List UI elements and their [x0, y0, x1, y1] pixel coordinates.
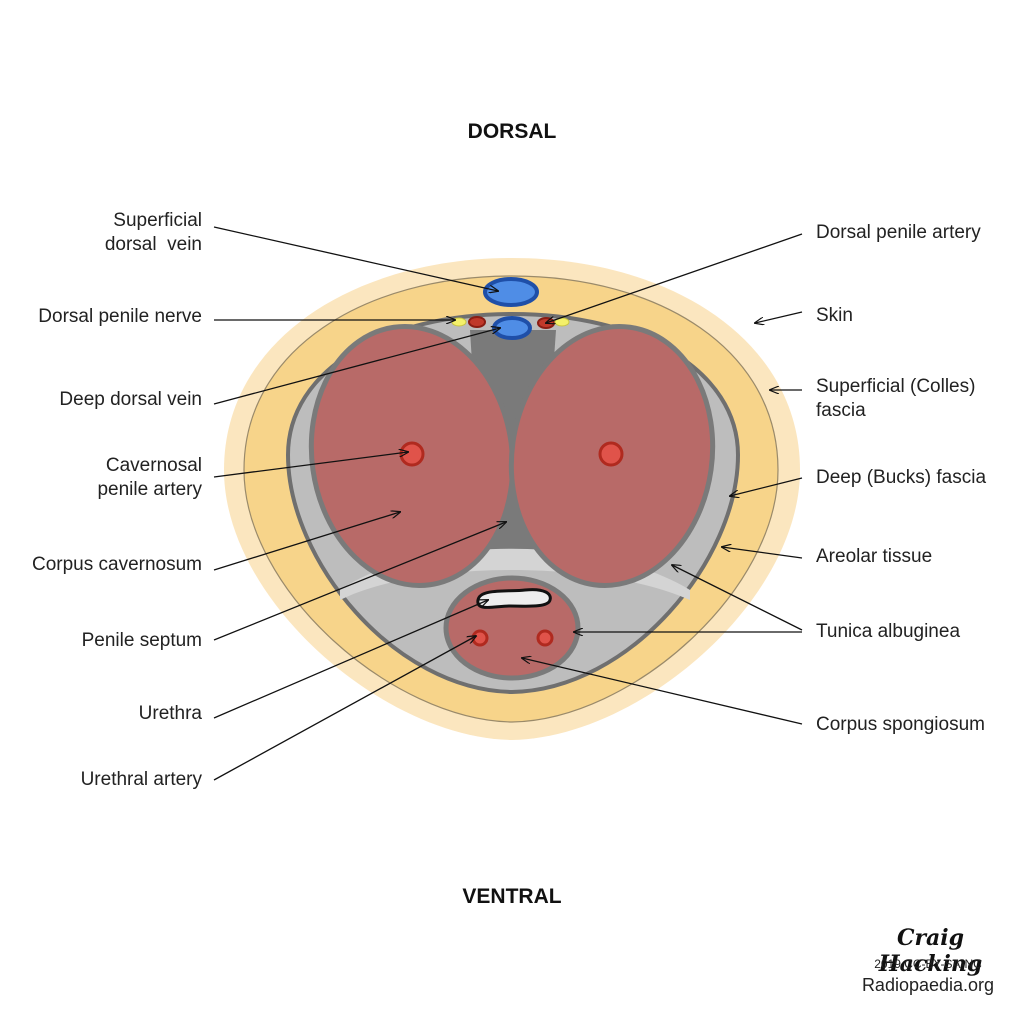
label-skin: Skin — [816, 305, 853, 326]
cavernosal-artery-right — [598, 441, 624, 467]
leader-skin — [755, 311, 803, 323]
urethral-artery-right — [536, 629, 554, 647]
leader-corpus-cavernosum — [213, 512, 400, 571]
leader-urethral-artery — [213, 636, 476, 781]
label-cavernosal-penile-artery: Cavernosal penile artery — [97, 455, 202, 500]
label-areolar-tissue: Areolar tissue — [816, 546, 933, 567]
label-dorsal-penile-artery: Dorsal penile artery — [816, 222, 981, 243]
site-credit: Radiopaedia.org — [861, 975, 995, 995]
leader-superficial-dorsal-vein — [213, 226, 498, 291]
label-superficial-dorsal-vein: Superficial dorsal vein — [104, 210, 202, 255]
leader-tunica-albuginea-1 — [672, 565, 803, 631]
superficial-dorsal-vein — [483, 277, 539, 307]
label-deep-bucks-fascia: Deep (Bucks) fascia — [816, 467, 987, 488]
leader-cavernosal-artery — [213, 452, 408, 478]
label-urethral-artery: Urethral artery — [80, 769, 202, 790]
author-signature: Craig Hacking — [878, 925, 983, 977]
leader-lines — [213, 226, 803, 781]
label-tunica-albuginea: Tunica albuginea — [816, 621, 961, 642]
dorsal-nerve-left — [451, 317, 467, 327]
leader-corpus-spongiosum — [522, 658, 803, 725]
urethra-lumen — [476, 588, 552, 609]
cavernosal-artery-left — [399, 441, 425, 467]
label-superficial-colles-fascia: Superficial (Colles) fascia — [816, 376, 976, 421]
label-dorsal-penile-nerve: Dorsal penile nerve — [38, 306, 202, 327]
leader-dorsal-penile-artery — [546, 233, 803, 323]
leader-penile-septum — [213, 522, 506, 641]
dorsal-heading: DORSAL — [467, 120, 557, 143]
label-corpus-spongiosum: Corpus spongiosum — [816, 714, 985, 735]
license-text: 2019 CC-BY-SA-NC — [874, 957, 982, 971]
leader-deep-fascia — [730, 477, 803, 496]
leader-deep-dorsal-vein — [213, 328, 500, 405]
leader-urethra — [213, 600, 488, 719]
label-urethra: Urethra — [138, 703, 202, 724]
leader-areolar-tissue — [722, 547, 803, 559]
label-corpus-cavernosum: Corpus cavernosum — [31, 554, 202, 575]
urethral-artery-left — [471, 629, 489, 647]
label-penile-septum: Penile septum — [81, 630, 202, 651]
label-deep-dorsal-vein: Deep dorsal vein — [59, 389, 202, 410]
ventral-heading: VENTRAL — [462, 885, 562, 908]
dorsal-artery-left — [468, 316, 486, 328]
